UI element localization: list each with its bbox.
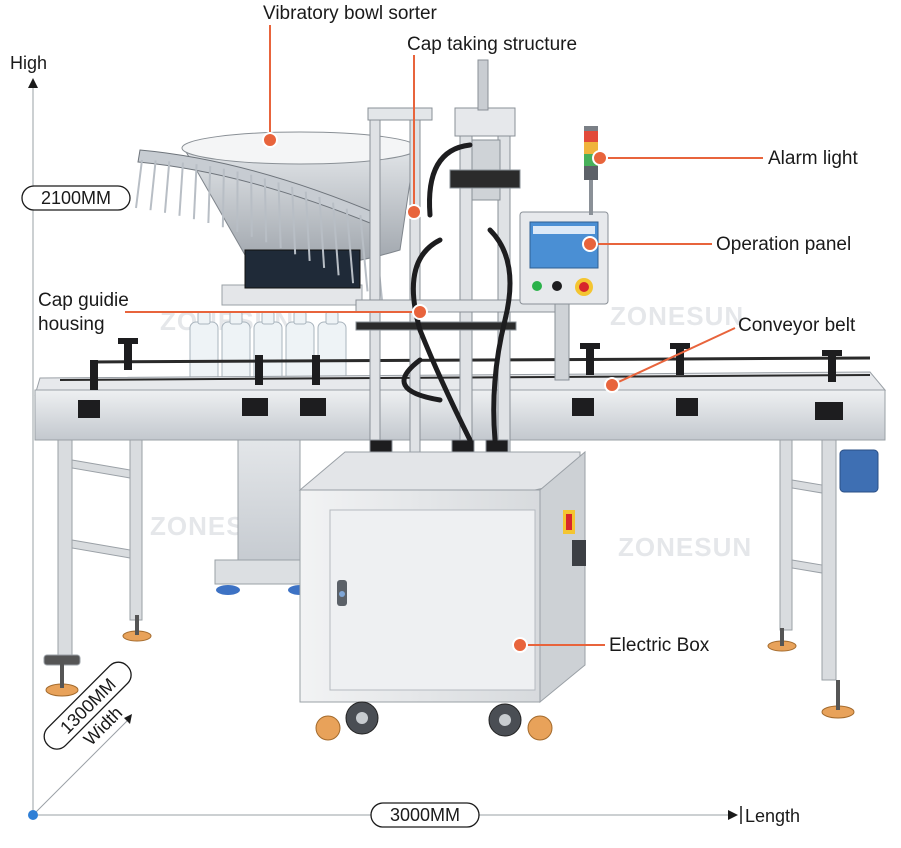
label-operation-panel: Operation panel (716, 234, 851, 255)
callout-dot-cap-guide (412, 304, 428, 320)
electric-box (298, 450, 586, 741)
cap-track-spoke (163, 161, 171, 213)
cap-track-spoke (277, 182, 282, 249)
length-axis-label: Length (745, 806, 800, 826)
callout-dot-conveyor (604, 377, 620, 393)
label-vibratory-bowl-sorter: Vibratory bowl sorter (263, 3, 438, 24)
cap-track-spoke (345, 208, 355, 284)
callout-dot-bowl (262, 132, 278, 148)
cap-track-spoke (178, 162, 184, 216)
table-legs-right (767, 429, 879, 719)
callouts (125, 25, 763, 646)
label-alarm-light: Alarm light (768, 148, 858, 169)
height-axis-arrow (28, 78, 38, 88)
label-electric-box: Electric Box (609, 635, 710, 656)
callout-dot-electric (512, 637, 528, 653)
cap-track-spoke (332, 202, 340, 276)
watermark: ZONESUN (618, 532, 752, 562)
height-value-pill (21, 185, 131, 211)
cables (401, 142, 513, 443)
width-axis-arrow (124, 714, 132, 724)
cap-track-spoke (250, 174, 253, 237)
length-value-pill (370, 802, 480, 828)
cap-track-spoke (207, 166, 212, 224)
label-cap-guide-housing-line1: Cap guidie (38, 290, 129, 311)
cap-track-spoke (149, 160, 157, 211)
machine-illustration (34, 59, 887, 741)
watermark: ZONESUN (610, 301, 744, 331)
operation-panel (519, 211, 609, 381)
cap-track-spoke (304, 191, 311, 261)
cap-track-spoke (263, 178, 268, 243)
alarm-light (584, 126, 598, 215)
cap-track-spoke (135, 159, 143, 209)
origin-dot (28, 810, 38, 820)
cap-track-spoke (291, 186, 297, 255)
cap-track-spoke (359, 215, 369, 292)
width-value-pill (43, 661, 132, 750)
label-cap-guide-housing-line2: housing (38, 314, 105, 335)
height-value: 2100MM (41, 188, 111, 208)
callout-line-conveyor (611, 327, 736, 386)
callout-dot-panel (582, 236, 598, 252)
cap-track-spoke (192, 164, 198, 220)
callout-dot-cap-taking (406, 204, 422, 220)
width-axis-line (32, 719, 129, 816)
label-conveyor-belt: Conveyor belt (738, 315, 856, 336)
callout-dots (262, 132, 620, 653)
cap-track-spoke (318, 196, 326, 268)
dimension-axes: High 2100MM 3000MM Length 1300MM Width (10, 53, 800, 828)
length-value: 3000MM (390, 805, 460, 825)
cap-track-caps (135, 159, 383, 301)
label-cap-taking-structure: Cap taking structure (407, 34, 577, 55)
bottles (189, 311, 347, 383)
height-axis-label: High (10, 53, 47, 73)
labels: Vibratory bowl sorter Cap taking structu… (38, 3, 858, 656)
callout-dot-alarm (592, 150, 608, 166)
cap-track-spoke (221, 168, 225, 228)
vibratory-bowl (137, 131, 419, 289)
table-legs-left (43, 409, 152, 697)
length-axis-arrow (728, 810, 738, 820)
